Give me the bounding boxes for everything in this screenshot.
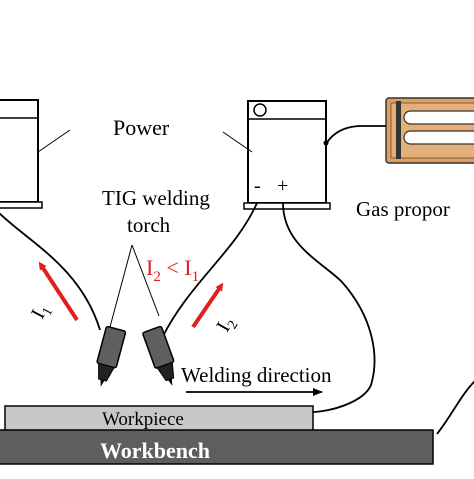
left-tig-torch	[96, 325, 127, 387]
left-power-source	[0, 99, 43, 209]
right-tig-torch	[142, 325, 175, 386]
power-label: Power	[113, 115, 170, 140]
workpiece-label: Workpiece	[102, 409, 184, 430]
left-current-label: I1	[27, 300, 56, 324]
current-relation-label: I2 < I1	[146, 255, 199, 285]
power-dial-icon	[253, 103, 267, 117]
torch-leader-left	[109, 244, 133, 328]
welding-direction-label: Welding direction	[181, 363, 332, 387]
workbench-cable	[436, 380, 474, 435]
ground-cable	[282, 202, 376, 413]
left-torch-cable	[0, 212, 101, 331]
right-torch-cable	[161, 202, 258, 339]
gas-hose	[325, 125, 386, 145]
current-arrow-right	[191, 282, 224, 329]
torch-leader-right	[131, 244, 160, 317]
power-leader-left	[37, 129, 71, 153]
gas-proportioner	[385, 97, 474, 164]
polarity-minus: -	[254, 175, 261, 197]
polarity-plus: +	[277, 175, 288, 197]
gas-label: Gas propor	[356, 197, 450, 221]
right-current-label: I2	[212, 313, 241, 338]
right-power-source	[243, 100, 331, 210]
workpiece	[4, 405, 314, 432]
torch-label-line2: torch	[127, 213, 171, 237]
workbench-label: Workbench	[100, 438, 210, 463]
current-arrow-left	[38, 261, 79, 322]
power-leader-right	[222, 131, 253, 153]
torch-label-line1: TIG welding	[102, 186, 210, 210]
workbench	[0, 429, 434, 465]
